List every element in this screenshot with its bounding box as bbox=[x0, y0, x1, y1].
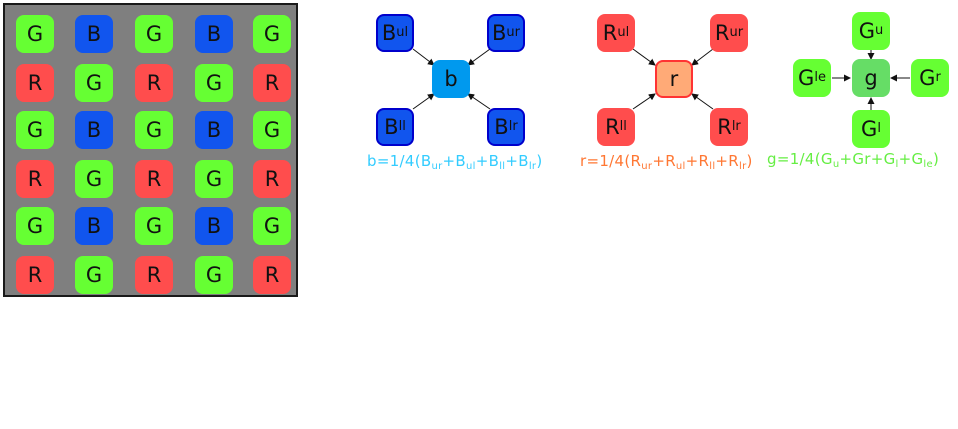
node-label: b bbox=[444, 67, 458, 91]
mosaic-cell-g: G bbox=[135, 15, 173, 53]
mosaic-cell-r: R bbox=[135, 160, 173, 198]
mosaic-cell-r: R bbox=[253, 256, 291, 294]
mosaic-cell-b: B bbox=[195, 207, 233, 245]
formula-subscript: ul bbox=[466, 161, 476, 172]
formula-subscript: ll bbox=[499, 161, 506, 172]
arrow-blr-to-b bbox=[467, 93, 491, 110]
formula-text: r=1/4(R bbox=[580, 152, 642, 170]
mosaic-cell-g: G bbox=[253, 15, 291, 53]
mosaic-cell-r: R bbox=[135, 256, 173, 294]
formula-text: +B bbox=[505, 152, 529, 170]
arrow-bur-to-b bbox=[467, 48, 491, 66]
node-label: R bbox=[602, 21, 618, 45]
mosaic-cell-b: B bbox=[75, 15, 113, 53]
r-formula: r=1/4(Rur+Rul+Rll+Rlr) bbox=[580, 152, 753, 172]
arrow-rll-to-r bbox=[632, 93, 656, 110]
mosaic-cell-r: R bbox=[16, 160, 54, 198]
mosaic-cell-g: G bbox=[253, 111, 291, 149]
formula-subscript: le bbox=[923, 159, 933, 170]
node-label: G bbox=[798, 66, 815, 90]
formula-text: b=1/4(B bbox=[367, 152, 432, 170]
formula-text: +R bbox=[685, 152, 710, 170]
formula-text: ) bbox=[932, 150, 940, 168]
formula-text: +R bbox=[715, 152, 739, 170]
formula-subscript: ur bbox=[641, 161, 653, 172]
formula-subscript: u bbox=[832, 159, 840, 170]
mosaic-cell-g: G bbox=[135, 111, 173, 149]
b-formula: b=1/4(Bur+Bul+Bll+Blr) bbox=[367, 152, 543, 172]
node-r-center: r bbox=[655, 60, 693, 98]
formula-subscript: l bbox=[895, 159, 899, 170]
mosaic-cell-b: B bbox=[195, 111, 233, 149]
formula-subscript: ll bbox=[709, 161, 716, 172]
arrow-rur-to-r bbox=[691, 48, 714, 66]
node-label: G bbox=[858, 19, 876, 43]
arrow-rul-to-r bbox=[632, 48, 656, 66]
node-label: B bbox=[381, 21, 397, 45]
mosaic-cell-g: G bbox=[75, 64, 113, 102]
mosaic-cell-g: G bbox=[195, 256, 233, 294]
node-g-center: g bbox=[852, 59, 890, 97]
formula-subscript: lr bbox=[528, 161, 537, 172]
formula-text: +G bbox=[898, 150, 924, 168]
formula-text: +B bbox=[442, 152, 467, 170]
mosaic-cell-b: B bbox=[195, 15, 233, 53]
mosaic-cell-r: R bbox=[135, 64, 173, 102]
node-label: R bbox=[717, 115, 732, 139]
arrow-bul-to-b bbox=[412, 48, 435, 66]
node-label: R bbox=[714, 21, 730, 45]
mosaic-cell-g: G bbox=[16, 15, 54, 53]
formula-subscript: ur bbox=[431, 161, 443, 172]
node-label: r bbox=[669, 67, 679, 91]
node-label: B bbox=[494, 115, 509, 139]
node-label: G bbox=[861, 117, 878, 141]
node-label: R bbox=[605, 115, 620, 139]
formula-text: +B bbox=[475, 152, 500, 170]
mosaic-cell-g: G bbox=[195, 64, 233, 102]
node-b-center: b bbox=[432, 60, 470, 98]
formula-text: g=1/4(G bbox=[767, 150, 833, 168]
mosaic-cell-g: G bbox=[16, 207, 54, 245]
mosaic-cell-b: B bbox=[75, 207, 113, 245]
node-label: g bbox=[864, 66, 878, 90]
mosaic-cell-r: R bbox=[16, 256, 54, 294]
formula-text: +Gr+G bbox=[839, 150, 896, 168]
mosaic-cell-g: G bbox=[135, 207, 173, 245]
formula-subscript: ul bbox=[675, 161, 686, 172]
formula-text: ) bbox=[746, 152, 753, 170]
g-formula: g=1/4(Gu+Gr+Gl+Gle) bbox=[767, 150, 940, 170]
arrow-rlr-to-r bbox=[691, 93, 714, 110]
formula-subscript: lr bbox=[739, 161, 747, 172]
formula-text: +R bbox=[652, 152, 676, 170]
mosaic-cell-r: R bbox=[253, 64, 291, 102]
formula-text: ) bbox=[536, 152, 543, 170]
mosaic-cell-g: G bbox=[253, 207, 291, 245]
node-label: G bbox=[919, 66, 936, 90]
mosaic-cell-g: G bbox=[75, 256, 113, 294]
node-label: B bbox=[491, 21, 507, 45]
mosaic-cell-r: R bbox=[253, 160, 291, 198]
mosaic-cell-g: G bbox=[16, 111, 54, 149]
mosaic-cell-b: B bbox=[75, 111, 113, 149]
arrow-bll-to-b bbox=[412, 93, 435, 110]
mosaic-cell-g: G bbox=[195, 160, 233, 198]
node-label: B bbox=[384, 115, 399, 139]
mosaic-cell-g: G bbox=[75, 160, 113, 198]
mosaic-cell-r: R bbox=[16, 64, 54, 102]
